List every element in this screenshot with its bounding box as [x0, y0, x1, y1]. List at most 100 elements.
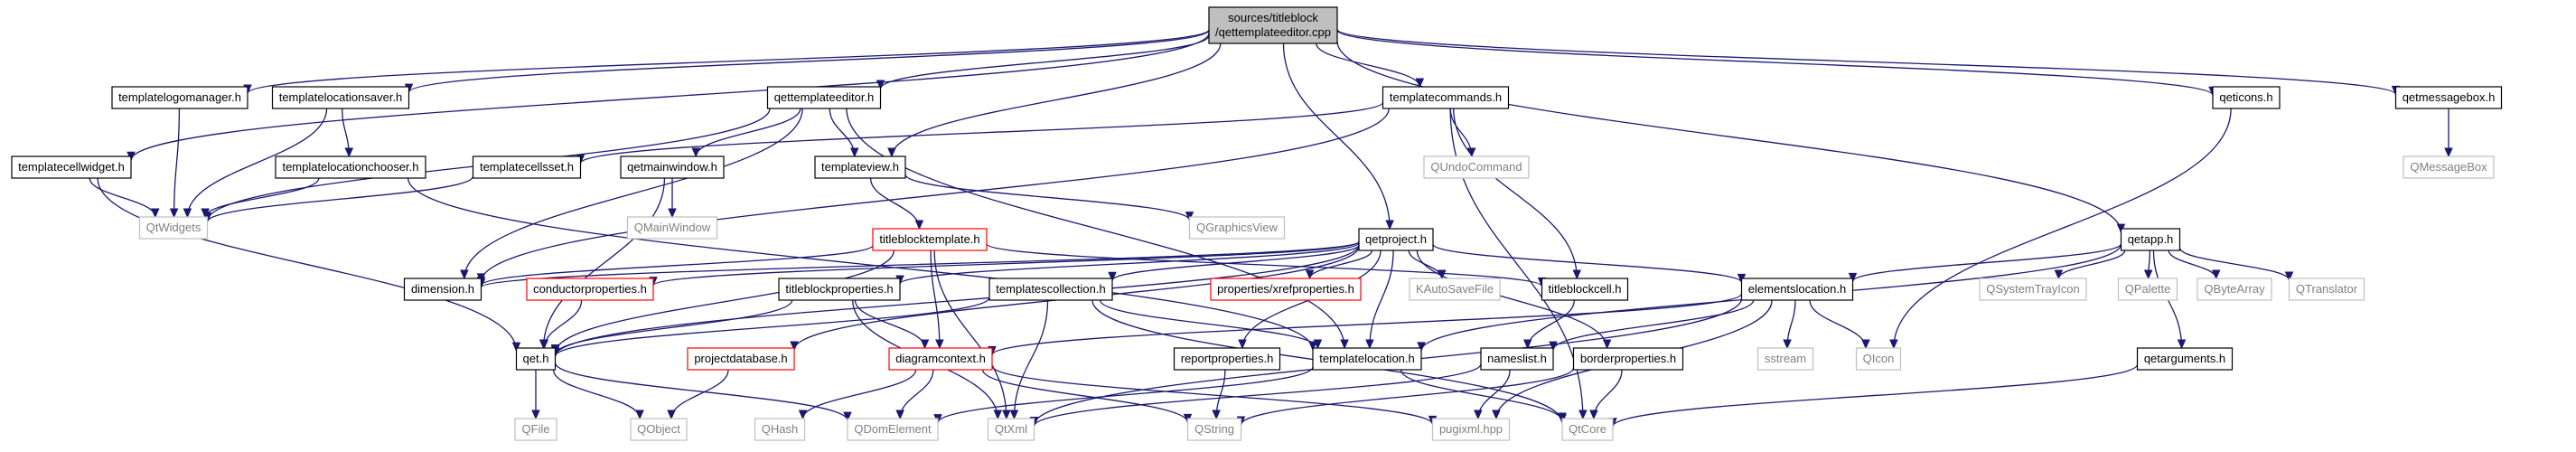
edge-arrowhead [460, 269, 469, 280]
graph-node: QString [1186, 418, 1242, 441]
node-label: diagramcontext.h [895, 352, 986, 365]
dependency-edge [933, 250, 1011, 420]
graph-node[interactable]: borderproperties.h [1572, 347, 1684, 371]
graph-node[interactable]: qet.h [515, 347, 557, 371]
edge-line [407, 29, 1210, 93]
graph-node[interactable]: templatescollection.h [988, 278, 1113, 301]
dependency-edge [1009, 299, 1049, 420]
dependency-edge [97, 177, 521, 353]
node-box [620, 155, 725, 179]
graph-node[interactable]: titleblockcell.h [1541, 278, 1629, 301]
graph-node[interactable]: qetproject.h [1358, 228, 1434, 251]
graph-node[interactable]: templateview.h [814, 155, 906, 179]
graph-node: QFile [514, 418, 557, 441]
node-box [271, 86, 410, 109]
edge-line [542, 177, 666, 349]
graph-node[interactable]: templatelocationchooser.h [275, 155, 426, 179]
edge-arrowhead [150, 208, 160, 219]
dependency-edge [2178, 247, 2294, 282]
graph-node: QtXml [987, 418, 1035, 441]
node-box [1358, 228, 1434, 251]
graph-node[interactable]: reportproperties.h [1173, 347, 1281, 371]
graph-node[interactable]: qettemplateeditor.h [766, 86, 882, 109]
edge-arrowhead [667, 410, 676, 420]
dependency-edge [869, 177, 924, 231]
graph-node[interactable]: templatelogomanager.h [111, 86, 248, 109]
graph-node[interactable]: qetmessagebox.h [2394, 86, 2503, 109]
node-box [2117, 278, 2178, 301]
dependency-edge [668, 178, 677, 219]
graph-node[interactable]: nameslist.h [1480, 347, 1554, 371]
edge-arrowhead [920, 339, 930, 350]
node-box [2212, 86, 2281, 109]
dependency-edge [1400, 369, 1567, 423]
dependency-edge [460, 108, 803, 280]
graph-node[interactable]: titleblockproperties.h [778, 278, 901, 301]
graph-node: QDomElement [847, 418, 939, 441]
graph-node[interactable]: templatecellsset.h [472, 155, 582, 179]
edge-line [937, 366, 1314, 423]
node-box [2136, 347, 2234, 371]
graph-node[interactable]: templatecellwidget.h [11, 155, 132, 179]
graph-node[interactable]: qetmainwindow.h [620, 155, 725, 179]
edge-arrowhead [2054, 269, 2064, 280]
graph-node[interactable]: elementslocation.h [1740, 278, 1854, 301]
graph-node[interactable]: projectdatabase.h [687, 347, 795, 371]
graph-node[interactable]: qeticons.h [2212, 86, 2281, 109]
graph-node[interactable]: conductorproperties.h [526, 278, 654, 301]
edge-arrowhead [344, 147, 354, 158]
graph-node[interactable]: diagramcontext.h [888, 347, 993, 371]
dependency-edge [1305, 250, 1373, 280]
node-label: QIcon [1863, 352, 1895, 365]
edge-line [933, 250, 1007, 419]
edge-line [554, 363, 848, 421]
graph-node[interactable]: titleblocktemplate.h [872, 228, 988, 251]
edge-line [2057, 250, 2126, 279]
graph-node: sstream [1756, 347, 1814, 371]
graph-node: QByteArray [2197, 278, 2272, 301]
graph-node[interactable]: dimension.h [403, 278, 482, 301]
edge-arrowhead [1185, 212, 1194, 221]
edge-arrowhead [2177, 339, 2187, 350]
edge-arrowhead [993, 410, 1003, 420]
node-label: /qettemplateeditor.cpp [1215, 25, 1331, 39]
edge-line [1099, 299, 1319, 349]
node-label: titleblockproperties.h [785, 282, 893, 296]
edge-arrowhead [1212, 410, 1221, 420]
graph-node[interactable]: templatelocation.h [1312, 347, 1422, 371]
edge-line [247, 29, 1210, 94]
graph-node[interactable]: properties/xrefproperties.h [1210, 278, 1362, 301]
node-label: QHash [762, 422, 798, 436]
node-label: QMainWindow [634, 221, 711, 234]
graph-node[interactable]: templatecommands.h [1382, 86, 1510, 109]
edge-arrowhead [169, 208, 179, 219]
dependency-edge [1336, 28, 2401, 96]
dependency-edge [243, 29, 1210, 95]
node-box [778, 278, 901, 301]
graph-node[interactable]: qetapp.h [2120, 228, 2181, 251]
node-label: QGraphicsView [1196, 221, 1279, 234]
dependency-edge [667, 369, 729, 420]
graph-node[interactable]: qetarguments.h [2136, 347, 2234, 371]
node-label: sstream [1765, 352, 1806, 365]
node-box [814, 155, 906, 179]
edge-arrowhead [1492, 410, 1501, 420]
node-label: properties/xrefproperties.h [1217, 282, 1354, 296]
edge-line [869, 177, 921, 230]
node-box [515, 347, 557, 371]
node-label: templatescollection.h [996, 282, 1105, 296]
graph-node: QObject [630, 418, 688, 441]
edge-arrowhead [668, 208, 677, 219]
node-label: borderproperties.h [1580, 352, 1676, 365]
edge-arrowhead [183, 208, 192, 219]
nodes-layer: sources/titleblock/qettemplateeditor.cpp… [11, 6, 2503, 441]
edge-line [1316, 42, 1420, 88]
edge-arrowhead [539, 339, 549, 350]
node-label: projectdatabase.h [694, 352, 787, 365]
node-box [1541, 278, 1629, 301]
edge-line [899, 242, 1360, 285]
dependency-edge [2168, 250, 2221, 280]
node-label: dimension.h [411, 282, 474, 296]
graph-node[interactable]: templatelocationsaver.h [271, 86, 410, 109]
